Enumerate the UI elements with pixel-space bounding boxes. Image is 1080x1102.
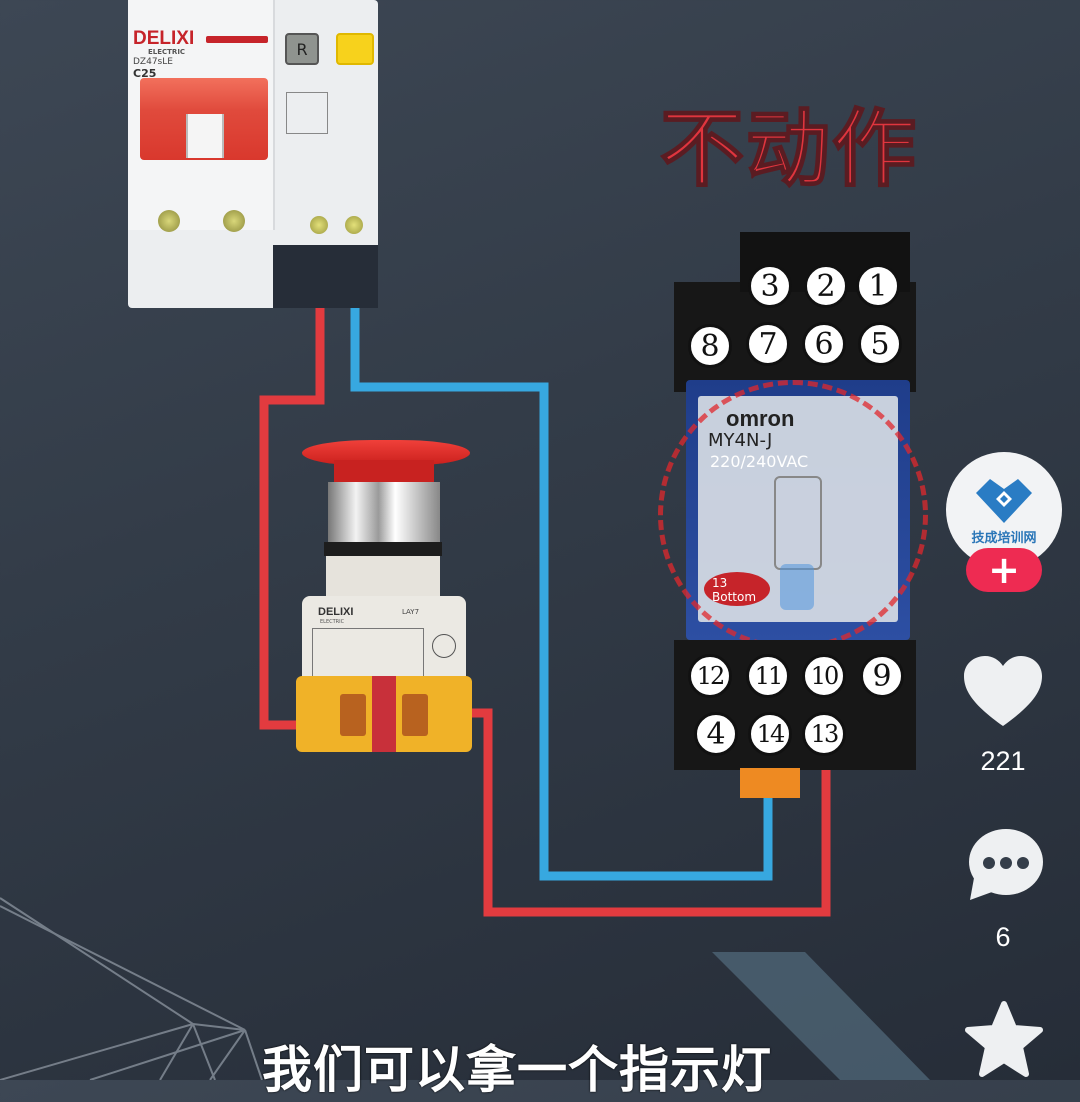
screw-terminal-neutral [345,216,363,234]
relay-terminal-13[interactable]: 13 [802,712,846,756]
relay-terminal-12[interactable]: 12 [688,654,732,698]
highlight-circle [658,380,928,650]
rating-table [312,628,424,680]
estop-sub-brand: ELECTRIC [320,619,345,625]
chrome-collar [328,482,440,542]
relay-terminal-2[interactable]: 2 [804,264,848,308]
account-avatar[interactable]: 技成培训网 [946,452,1062,568]
breaker-sub-brand: ELECTRIC [148,48,186,56]
breaker-brand: DELIXI [133,28,195,49]
relay-terminal-1[interactable]: 1 [856,264,900,308]
plus-icon: + [988,548,1020,592]
contact-block [296,676,472,752]
screw-terminal [223,210,245,232]
relay-terminal-5[interactable]: 5 [858,322,902,366]
switch-label-plate: DELIXI ELECTRIC LAY7 [302,596,466,688]
screw-terminal [158,210,180,232]
relay-terminal-11[interactable]: 11 [746,654,790,698]
relay-terminal-10[interactable]: 10 [802,654,846,698]
relay-terminal-7[interactable]: 7 [746,322,790,366]
relay-terminal-9[interactable]: 9 [860,654,904,698]
circuit-breaker: DELIXI ELECTRIC DZ47sLE C25 R [128,0,378,308]
relay-terminal-6[interactable]: 6 [802,322,846,366]
relay-terminal-3[interactable]: 3 [748,264,792,308]
breaker-model: DZ47sLE [133,57,173,67]
relay-module: omron MY4N-J 220/240VAC 13 Bottom 3 2 1 … [658,212,928,802]
test-button[interactable] [336,33,374,65]
like-button[interactable] [962,654,1044,732]
heart-icon [964,656,1042,726]
comment-icon [969,829,1043,900]
relay-terminal-4[interactable]: 4 [694,712,738,756]
star-icon [965,1001,1043,1077]
video-caption: 我们可以拿一个指示灯 [262,1041,772,1099]
neutral-wire [350,228,773,881]
ccc-mark [432,634,456,658]
account-name: 技成培训网 [971,530,1037,546]
estop-model: LAY7 [402,608,420,616]
reset-button[interactable]: R [285,33,319,65]
comment-button[interactable] [966,828,1044,906]
live-wire-2 [448,708,831,917]
breaker-indicator-bar [206,36,268,43]
circuit-schematic [286,92,328,134]
favorite-button[interactable] [964,1000,1044,1084]
emergency-stop-button[interactable]: DELIXI ELECTRIC LAY7 [292,436,482,756]
logo-icon [976,478,1032,523]
relay-terminal-14[interactable]: 14 [748,712,792,756]
breaker-rating: C25 [133,67,157,80]
status-heading: 不动作 [659,99,919,199]
live-wire-1 [259,228,335,730]
breaker-toggle-lever[interactable] [140,78,268,160]
comment-count: 6 [995,922,1011,952]
like-count: 221 [980,746,1026,776]
estop-brand: DELIXI [318,606,354,618]
relay-terminal-8[interactable]: 8 [688,324,732,368]
follow-button[interactable]: + [966,548,1042,592]
screw-terminal-live [310,216,328,234]
